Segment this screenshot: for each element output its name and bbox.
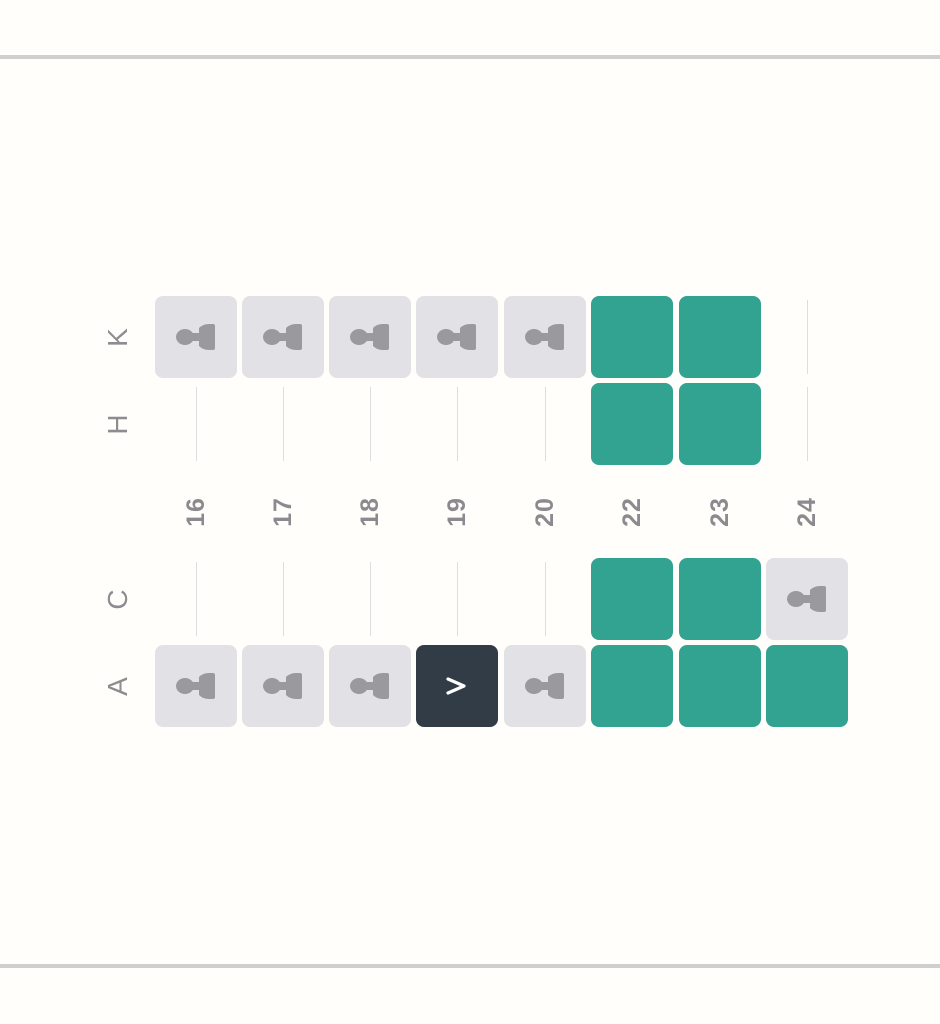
column-label-16: 16 — [182, 497, 210, 527]
seat-a-16 — [155, 645, 237, 727]
seat-a-22[interactable] — [591, 645, 673, 727]
seat-k-20 — [504, 296, 586, 378]
person-icon — [525, 673, 564, 699]
column-label-23: 23 — [706, 497, 734, 527]
row-label-c: C — [102, 588, 133, 610]
seat-c-24 — [766, 558, 848, 640]
seat-k-17 — [242, 296, 324, 378]
seat-a-24[interactable] — [766, 645, 848, 727]
seat-h-23[interactable] — [679, 383, 761, 465]
chevron-right-icon — [446, 677, 466, 695]
aisle-gap-line — [545, 562, 546, 636]
seat-a-20 — [504, 645, 586, 727]
row-label-h: H — [102, 413, 133, 435]
row-label-a: A — [102, 676, 133, 696]
aisle-gap-line — [196, 387, 197, 461]
seat-k-22[interactable] — [591, 296, 673, 378]
column-label-24: 24 — [793, 497, 821, 527]
aisle-gap-line — [370, 387, 371, 461]
seat-a-18 — [329, 645, 411, 727]
aisle-gap-line — [283, 562, 284, 636]
seat-a-19[interactable] — [416, 645, 498, 727]
seat-k-18 — [329, 296, 411, 378]
aisle-gap-line — [545, 387, 546, 461]
aisle-gap-line — [370, 562, 371, 636]
person-icon — [525, 324, 564, 350]
person-icon — [437, 324, 476, 350]
person-icon — [263, 324, 302, 350]
aisle-gap-line — [457, 387, 458, 461]
person-icon — [176, 673, 215, 699]
seat-a-23[interactable] — [679, 645, 761, 727]
aisle-gap-line — [807, 300, 808, 374]
top-divider — [0, 55, 940, 59]
seat-k-19 — [416, 296, 498, 378]
column-label-19: 19 — [443, 497, 471, 527]
column-label-22: 22 — [618, 497, 646, 527]
aisle-gap-line — [807, 387, 808, 461]
column-label-17: 17 — [269, 497, 297, 527]
seat-c-23[interactable] — [679, 558, 761, 640]
column-label-18: 18 — [356, 497, 384, 527]
column-label-20: 20 — [531, 497, 559, 527]
row-label-k: K — [102, 327, 133, 347]
seat-h-22[interactable] — [591, 383, 673, 465]
seat-k-16 — [155, 296, 237, 378]
bottom-divider — [0, 964, 940, 968]
person-icon — [350, 673, 389, 699]
person-icon — [263, 673, 302, 699]
person-icon — [176, 324, 215, 350]
person-icon — [787, 586, 826, 612]
seat-k-23[interactable] — [679, 296, 761, 378]
aisle-gap-line — [457, 562, 458, 636]
aisle-gap-line — [196, 562, 197, 636]
person-icon — [350, 324, 389, 350]
seat-a-17 — [242, 645, 324, 727]
seat-c-22[interactable] — [591, 558, 673, 640]
aisle-gap-line — [283, 387, 284, 461]
